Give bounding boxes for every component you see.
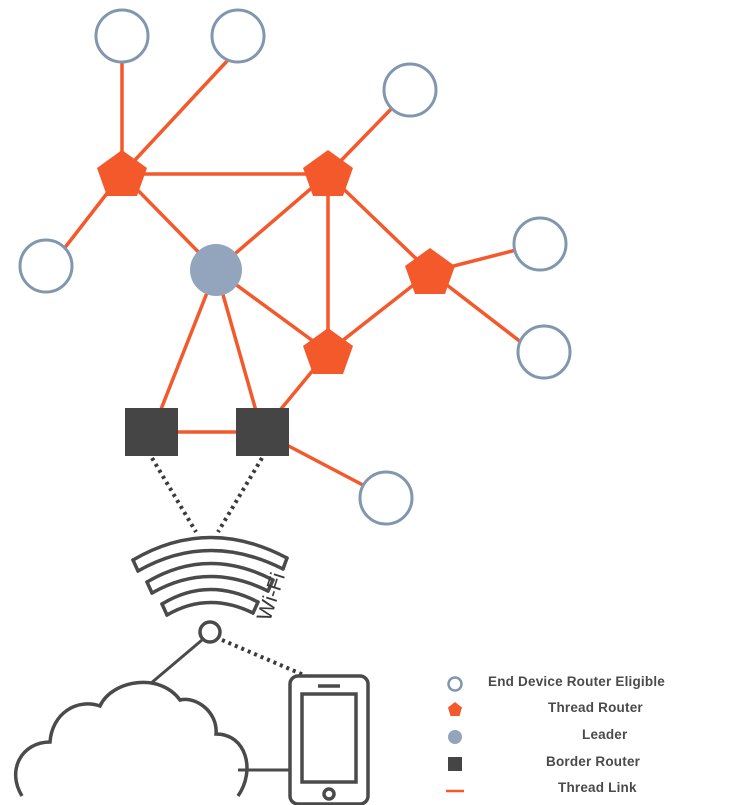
- leader-node: [190, 244, 242, 296]
- border-router-node: [125, 408, 178, 456]
- wifi-icon: [131, 535, 289, 644]
- thread-link: [120, 58, 230, 176]
- thread-router-node: [97, 150, 147, 196]
- end-device-node: [382, 62, 438, 118]
- thread-router-node: [303, 328, 353, 374]
- end-device-node: [18, 238, 74, 294]
- legend-row-end-device: End Device Router Eligible: [446, 672, 741, 692]
- leader-icon: [448, 730, 462, 744]
- legend-row-leader: Leader: [446, 725, 741, 745]
- thread-router-node: [303, 150, 353, 196]
- thread-routers: [97, 150, 455, 374]
- wifi-link: [150, 456, 198, 534]
- end-device-node: [512, 216, 568, 272]
- legend-label-thread-link: Thread Link: [558, 780, 637, 795]
- end-device-node: [516, 324, 572, 380]
- legend-row-thread-link: Thread Link: [446, 778, 741, 798]
- wifi-link: [216, 456, 264, 534]
- legend-row-thread-router: Thread Router: [446, 698, 741, 718]
- border-router-icon: [448, 757, 462, 771]
- legend-label-border-router: Border Router: [546, 754, 641, 769]
- thread-router-node: [405, 248, 455, 294]
- legend-label-end-device: End Device Router Eligible: [488, 674, 665, 689]
- wifi-link: [221, 638, 307, 678]
- border-routers: [125, 408, 289, 456]
- wifi-links: [150, 456, 307, 678]
- legend-row-border-router: Border Router: [446, 752, 741, 772]
- thread-link: [150, 268, 218, 434]
- end-device-icon: [447, 676, 463, 692]
- thread-link-icon: [446, 789, 464, 793]
- thread-link: [214, 268, 264, 434]
- end-devices: [18, 8, 572, 526]
- legend-label-leader: Leader: [582, 727, 628, 742]
- legend-label-thread-router: Thread Router: [548, 700, 643, 715]
- wifi-cloud-link: [149, 638, 203, 686]
- end-device-node: [94, 8, 150, 64]
- end-device-node: [358, 470, 414, 526]
- wifi-label: Wi-Fi: [253, 570, 290, 624]
- border-router-node: [236, 408, 289, 456]
- end-device-node: [210, 8, 266, 64]
- thread-router-icon: [448, 702, 462, 716]
- cloud-icon: [13, 680, 249, 797]
- phone-icon: [288, 674, 370, 805]
